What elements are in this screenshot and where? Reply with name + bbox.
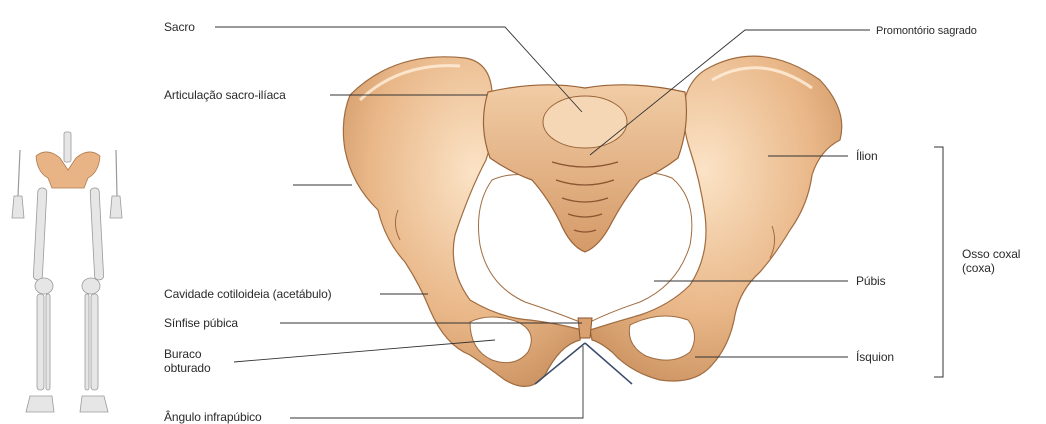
- pubic-symphysis: [578, 318, 592, 338]
- skeleton-thumbnail: [12, 132, 122, 412]
- label-osso-coxal: Osso coxal (coxa): [962, 247, 1020, 275]
- label-angulo-infrapubico: Ângulo infrapúbico: [164, 410, 262, 424]
- label-isquion: Ísquion: [856, 350, 894, 364]
- label-ilion: Ílion: [856, 149, 878, 163]
- label-pubis: Púbis: [856, 274, 886, 288]
- label-sinfise-pubica: Sínfise púbica: [164, 316, 238, 330]
- label-articulacao-sacro-iliaca: Articulação sacro-ilíaca: [164, 88, 286, 102]
- label-cavidade-cotiloideia: Cavidade cotiloideia (acetábulo): [164, 287, 332, 301]
- sacral-promontory: [543, 96, 627, 148]
- osso-coxal-bracket: [934, 147, 943, 377]
- label-sacro: Sacro: [164, 20, 195, 34]
- label-promontorio-sagrado: Promontório sagrado: [876, 24, 977, 38]
- label-buraco-obturado: Buraco obturado: [164, 347, 211, 375]
- pelvis-bone: [343, 56, 841, 386]
